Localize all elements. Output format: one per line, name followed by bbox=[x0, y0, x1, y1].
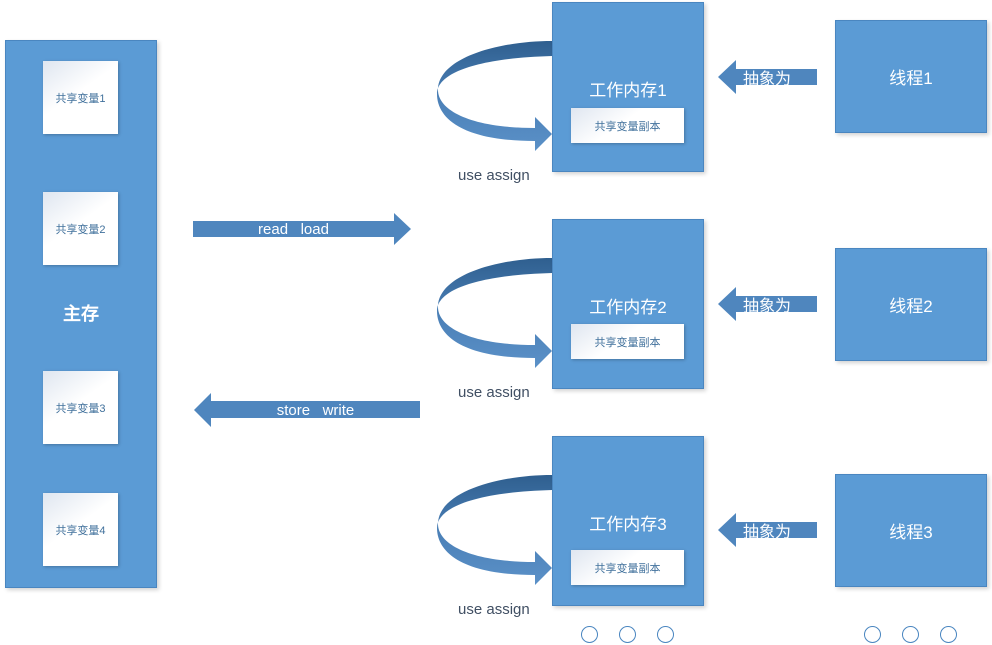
shared-variable-4: 共享变量4 bbox=[43, 493, 118, 566]
ellipsis-circle-wm-3 bbox=[657, 626, 674, 643]
shared-variable-3: 共享变量3 bbox=[43, 371, 118, 444]
cycle-arrow-1 bbox=[437, 41, 552, 151]
ellipsis-circle-thread-2 bbox=[902, 626, 919, 643]
abstract-arrow-2 bbox=[718, 287, 817, 321]
working-memory-2 bbox=[552, 219, 704, 389]
shared-variable-1: 共享变量1 bbox=[43, 61, 118, 134]
working-memory-3-title: 工作内存3 bbox=[589, 515, 667, 534]
working-memory-2-title: 工作内存2 bbox=[589, 298, 667, 317]
thread-3: 线程3 bbox=[835, 474, 987, 587]
working-memory-2-copy: 共享变量副本 bbox=[571, 324, 684, 359]
abstract-label-2: 抽象为 bbox=[742, 298, 791, 315]
shared-variable-2: 共享变量2 bbox=[43, 192, 118, 265]
abstract-arrow-3 bbox=[718, 513, 817, 547]
ellipsis-circle-thread-1 bbox=[864, 626, 881, 643]
abstract-label-1: 抽象为 bbox=[742, 71, 791, 88]
cycle-label-3: use assign bbox=[458, 601, 530, 618]
working-memory-1-title: 工作内存1 bbox=[589, 81, 667, 100]
thread-1: 线程1 bbox=[835, 20, 987, 133]
ellipsis-circle-thread-3 bbox=[940, 626, 957, 643]
working-memory-3-copy: 共享变量副本 bbox=[571, 550, 684, 585]
working-memory-1-copy: 共享变量副本 bbox=[571, 108, 684, 143]
cycle-label-1: use assign bbox=[458, 167, 530, 184]
main-memory-label: 主存 bbox=[63, 304, 99, 324]
thread-2: 线程2 bbox=[835, 248, 987, 361]
ellipsis-circle-wm-2 bbox=[619, 626, 636, 643]
ellipsis-circle-wm-1 bbox=[581, 626, 598, 643]
abstract-arrow-1 bbox=[718, 60, 817, 94]
working-memory-1 bbox=[552, 2, 704, 172]
cycle-label-2: use assign bbox=[458, 384, 530, 401]
cycle-arrow-2 bbox=[437, 258, 552, 368]
store-write-label: store write bbox=[276, 401, 355, 419]
abstract-label-3: 抽象为 bbox=[742, 524, 791, 541]
cycle-arrow-3 bbox=[437, 475, 552, 585]
read-load-label: read load bbox=[258, 220, 329, 238]
store-write-arrow bbox=[194, 393, 420, 427]
read-load-arrow bbox=[193, 213, 411, 245]
